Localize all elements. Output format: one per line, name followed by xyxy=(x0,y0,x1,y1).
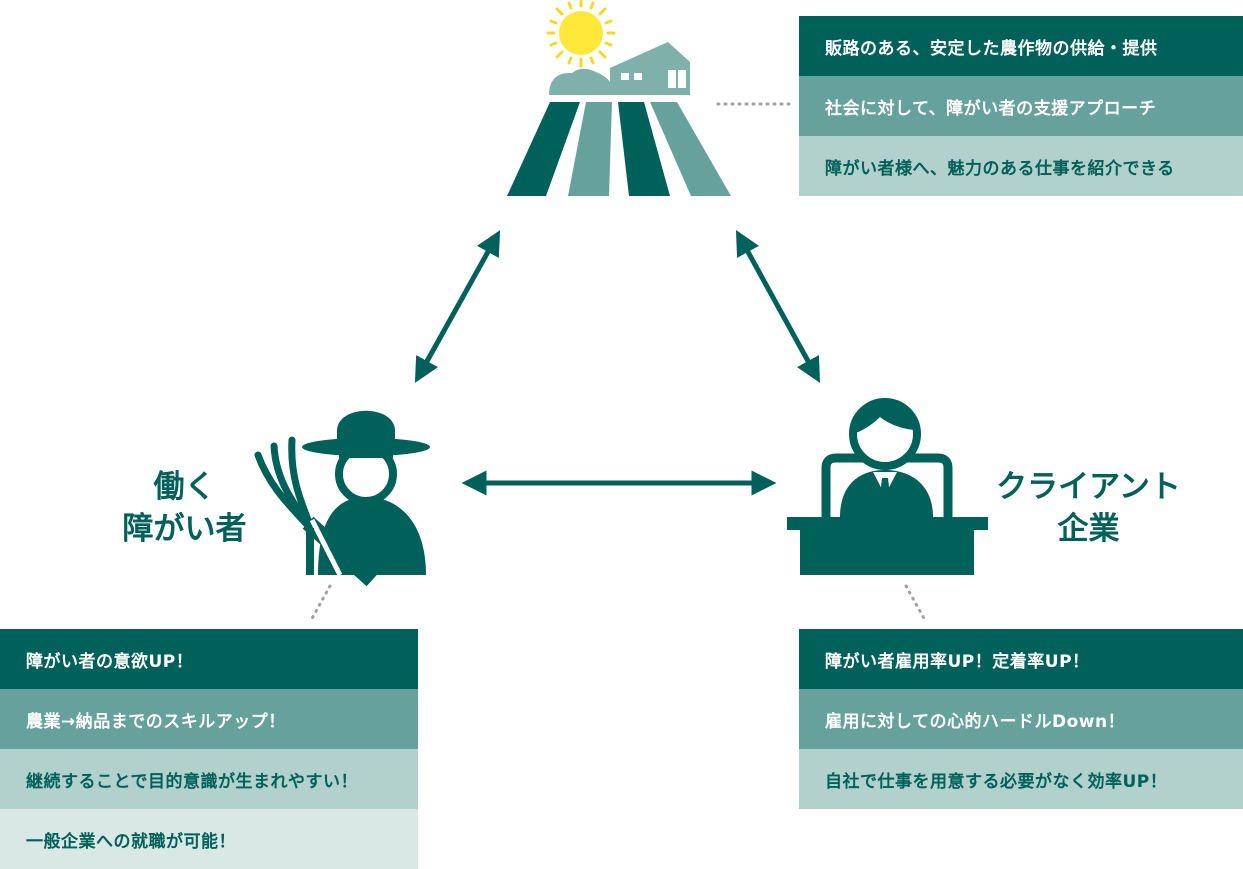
worker-benefits-box: 障がい者の意欲UP！ 農業→納品までのスキルアップ！ 継続することで目的意識が生… xyxy=(0,629,418,869)
worker-benefit-item: 継続することで目的意識が生まれやすい！ xyxy=(0,749,418,809)
arrow-farm-worker xyxy=(414,230,501,383)
client-benefits-box: 障がい者雇用率UP！定着率UP！ 雇用に対しての心的ハードルDown！ 自社で仕… xyxy=(799,629,1243,809)
farmer-with-pitchfork-icon xyxy=(254,410,430,587)
client-benefit-item: 雇用に対しての心的ハードルDown！ xyxy=(799,689,1243,749)
sun-icon xyxy=(546,0,616,68)
arrow-farm-client xyxy=(735,230,821,383)
worker-box-connector xyxy=(308,584,332,624)
client-benefit-item: 自社で仕事を用意する必要がなく効率UP！ xyxy=(799,749,1243,809)
farm-benefit-item: 販路のある、安定した農作物の供給・提供 xyxy=(799,16,1243,76)
worker-label: 働く 障がい者 xyxy=(112,466,257,550)
client-box-connector xyxy=(904,584,928,624)
worker-benefit-item: 農業→納品までのスキルアップ！ xyxy=(0,689,418,749)
client-label: クライアント 企業 xyxy=(986,466,1191,550)
worker-label-line2: 障がい者 xyxy=(122,511,247,547)
worker-benefit-item: 一般企業への就職が可能！ xyxy=(0,809,418,869)
worker-benefit-item: 障がい者の意欲UP！ xyxy=(0,629,418,689)
client-benefit-item: 障がい者雇用率UP！定着率UP！ xyxy=(799,629,1243,689)
farm-field-icon xyxy=(507,42,731,196)
farm-benefit-item: 社会に対して、障がい者の支援アプローチ xyxy=(799,76,1243,136)
farm-benefit-item: 障がい者様へ、魅力のある仕事を紹介できる xyxy=(799,136,1243,196)
farm-benefits-box: 販路のある、安定した農作物の供給・提供 社会に対して、障がい者の支援アプローチ … xyxy=(799,16,1243,196)
worker-label-line1: 働く xyxy=(153,469,216,505)
businessman-at-desk-icon xyxy=(787,398,988,575)
client-label-line2: 企業 xyxy=(1057,511,1120,547)
client-label-line1: クライアント xyxy=(996,469,1181,505)
